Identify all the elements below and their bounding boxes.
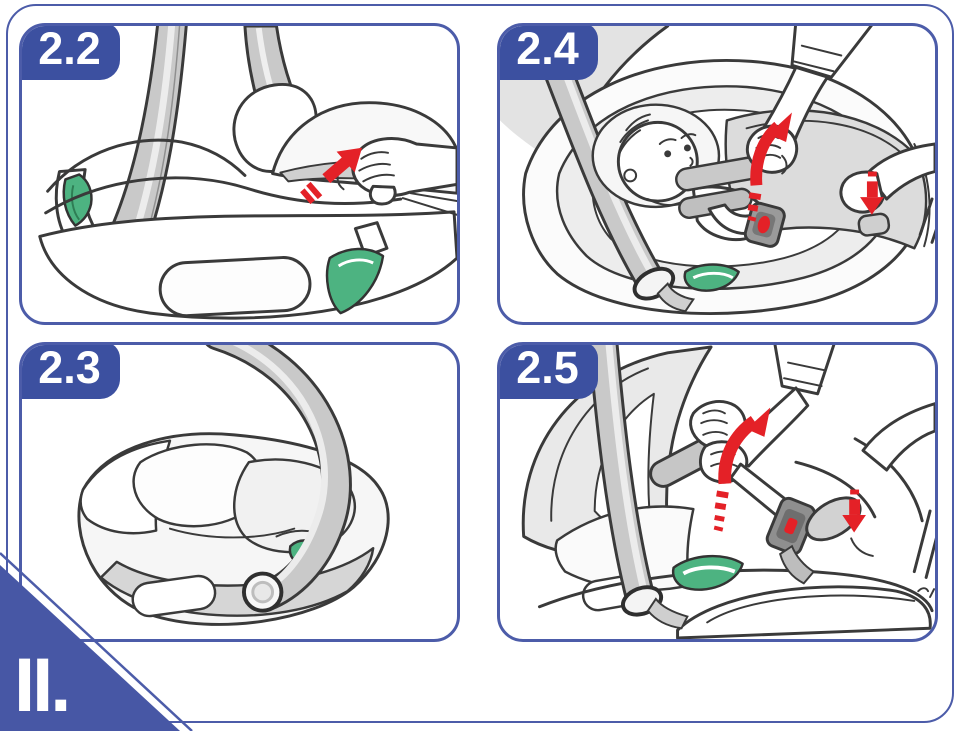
step-badge-2-5: 2.5 [500,345,598,399]
adult-sleeve [773,345,836,396]
red-buckle-button-icon [757,215,771,234]
step-panel-2-3: 2.3 [19,342,460,642]
illustration-harness-strap-pull [521,345,935,639]
red-down-arrow-icon [860,171,884,215]
shell-slot [158,256,312,318]
step-panel-2-5: 2.5 [497,342,938,642]
harness-buckle [765,496,817,556]
section-ribbon: II. [0,552,193,731]
step-panel-2-4: 2.4 [497,23,938,325]
red-motion-dashes [300,181,323,205]
baby-hair [617,113,651,157]
red-up-arrow-icon [322,147,363,184]
step-badge-2-3: 2.3 [22,345,120,399]
harness-buckle [743,201,786,248]
carry-handle-band [587,345,656,613]
step-panel-2-2: 2.2 [19,23,460,325]
adult-sleeve [790,26,873,79]
green-handle-button-icon [62,173,93,227]
illustration-baby-harness-fastening [500,26,935,316]
step-badge-2-2: 2.2 [22,26,120,80]
step-badge-2-4: 2.4 [500,26,598,80]
section-label: II. [14,643,68,728]
baby-ear [623,168,638,183]
carry-handle-band [205,345,352,613]
red-buckle-button-icon [784,517,798,535]
red-curved-up-arrow-icon [713,407,771,532]
ribbon-outline [0,552,193,731]
red-curved-up-arrow-icon [747,112,792,222]
red-down-arrow-icon [842,489,866,533]
illustration-carrier-handle-over [77,345,390,626]
illustration-carrier-strap-pull [38,26,457,320]
green-belt-guide-icon [671,554,744,591]
ribbon-triangle [0,565,180,731]
green-belt-guide-icon [683,263,740,292]
shell-slot [131,574,217,618]
green-belt-guide-icon [325,247,385,315]
page-frame [6,4,954,723]
